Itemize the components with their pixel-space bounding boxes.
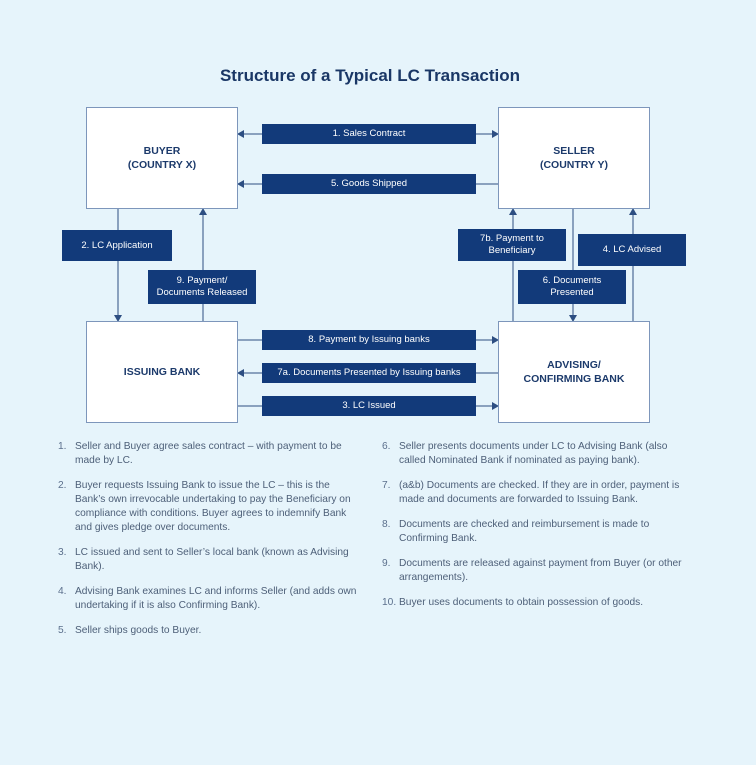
diagram-title: Structure of a Typical LC Transaction [219,66,521,85]
label-lc-advised: 4. LC Advised [578,234,686,266]
note-item: 10.Buyer uses documents to obtain posses… [382,597,644,608]
notes-right-column: 6.Seller presents documents under LC to … [382,440,692,621]
label-documents-presented: 6. Documents Presented [518,270,626,304]
label-payment-to-beneficiary: 7b. Payment to Beneficiary [458,229,566,261]
note-item: 3.LC issued and sent to Seller’s local b… [58,547,349,572]
advising-bank-box: ADVISING/ CONFIRMING BANK [498,321,650,423]
label-payment-by-issuing: 8. Payment by Issuing banks [262,330,476,350]
note-item: 6.Seller presents documents under LC to … [382,441,668,466]
label-sales-contract: 1. Sales Contract [262,124,476,144]
seller-box: SELLER (COUNTRY Y) [498,107,650,209]
label-lc-application: 2. LC Application [62,230,172,261]
notes-left-column: 1.Seller and Buyer agree sales contract … [58,440,358,649]
note-item: 1.Seller and Buyer agree sales contract … [58,441,342,466]
note-item: 7.(a&b) Documents are checked. If they a… [382,480,680,505]
note-item: 2.Buyer requests Issuing Bank to issue t… [58,480,351,533]
buyer-box: BUYER (COUNTRY X) [86,107,238,209]
label-payment-documents-released: 9. Payment/ Documents Released [148,270,256,304]
label-lc-issued: 3. LC Issued [262,396,476,416]
label-documents-presented-by-issuing: 7a. Documents Presented by Issuing banks [262,363,476,383]
label-goods-shipped: 5. Goods Shipped [262,174,476,194]
issuing-bank-box: ISSUING BANK [86,321,238,423]
note-item: 8.Documents are checked and reimbursemen… [382,519,650,544]
note-item: 9.Documents are released against payment… [382,558,682,583]
note-item: 5.Seller ships goods to Buyer. [58,625,202,636]
note-item: 4.Advising Bank examines LC and informs … [58,586,357,611]
